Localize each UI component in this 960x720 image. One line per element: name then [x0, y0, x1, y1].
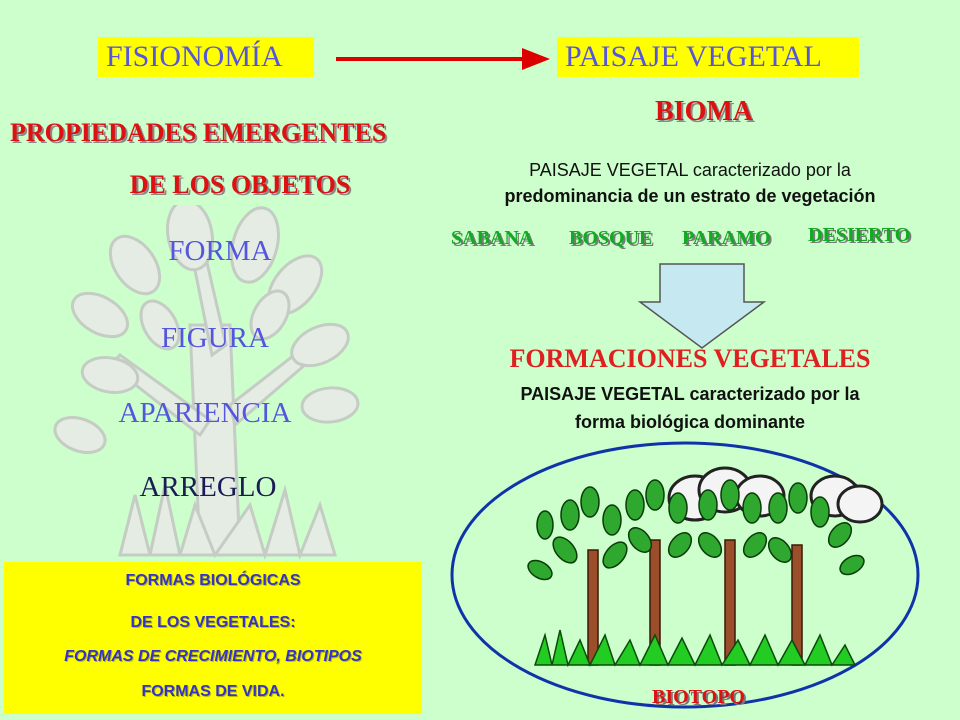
item-arreglo: ARREGLO: [139, 471, 277, 503]
biome-sabana: SABANA: [451, 227, 534, 249]
faded-tree-illustration: [53, 205, 360, 561]
formaciones-title: FORMACIONES VEGETALES: [509, 344, 871, 373]
right-arrow-icon: [336, 48, 550, 70]
item-figura: FIGURA: [161, 322, 269, 354]
down-arrow-icon: [637, 263, 767, 349]
formaciones-description-line2: forma biológica dominante: [574, 412, 806, 432]
formaciones-description-line1: PAISAJE VEGETAL caracterizado por la: [520, 384, 860, 404]
biotopo-label: BIOTOPO: [652, 686, 745, 708]
forms-line4: FORMAS DE VIDA.: [141, 683, 285, 700]
biome-desierto: DESIERTO: [808, 224, 911, 246]
item-forma: FORMA: [168, 235, 272, 267]
paisaje-vegetal-box: PAISAJE VEGETAL: [557, 37, 859, 77]
emergent-properties-title-line2: DE LOS OBJETOS: [129, 170, 351, 199]
bioma-description-line2: predominancia de un estrato de vegetació…: [504, 186, 876, 206]
forms-line2: DE LOS VEGETALES:: [130, 614, 296, 631]
biotope-ellipse: [450, 441, 920, 709]
item-apariencia: APARIENCIA: [118, 397, 292, 429]
biotope-forest-illustration: [450, 441, 920, 709]
bioma-description-line1: PAISAJE VEGETAL caracterizado por la: [529, 160, 851, 180]
emergent-properties-title-line1: PROPIEDADES EMERGENTES: [10, 118, 387, 147]
forms-line3: FORMAS DE CRECIMIENTO, BIOTIPOS: [64, 648, 362, 665]
biological-forms-box: FORMAS BIOLÓGICAS DE LOS VEGETALES: FORM…: [4, 562, 422, 714]
biome-paramo: PARAMO: [682, 227, 771, 249]
forms-line1: FORMAS BIOLÓGICAS: [125, 572, 301, 589]
fisionomia-box: FISIONOMÍA: [98, 37, 314, 77]
biome-bosque: BOSQUE: [569, 227, 653, 249]
bioma-title: BIOMA: [655, 96, 753, 127]
